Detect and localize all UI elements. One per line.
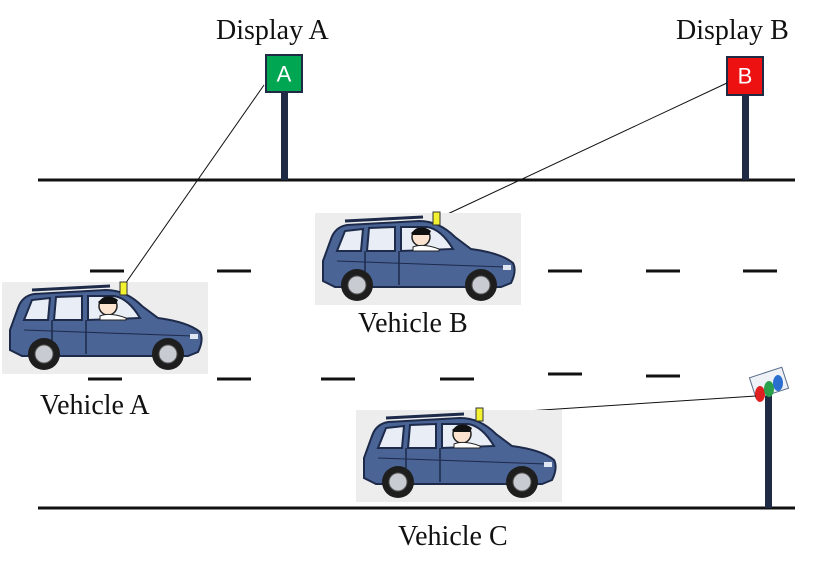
vehicle-c-label: Vehicle C [398, 521, 508, 552]
display-a-pole [281, 90, 288, 180]
link-vehicle-b-to-display-b [438, 82, 728, 219]
display-b-label: Display B [676, 15, 789, 46]
vehicle-c-car-icon [354, 408, 564, 504]
display-b-pole [742, 94, 749, 180]
display-a-sign [265, 54, 303, 93]
lane-divider-lower [88, 372, 680, 381]
display-a-label: Display A [216, 15, 329, 46]
display-b-letter: B [738, 64, 753, 89]
vehicle-b-label: Vehicle B [358, 308, 468, 339]
vehicle-b-device-icon [432, 211, 441, 226]
display-b-sign [726, 56, 764, 96]
vehicle-a-car-icon [0, 280, 210, 376]
vehicle-a-label: Vehicle A [40, 390, 150, 421]
vehicle-c-device-icon [475, 407, 484, 422]
display-a-letter: A [277, 62, 292, 87]
traffic-light-icon [748, 366, 790, 402]
vehicle-b-car-icon [313, 211, 523, 307]
vehicle-a-device-icon [119, 281, 128, 296]
link-vehicle-a-to-display-a [124, 84, 265, 285]
traffic-light-pole [765, 392, 772, 508]
